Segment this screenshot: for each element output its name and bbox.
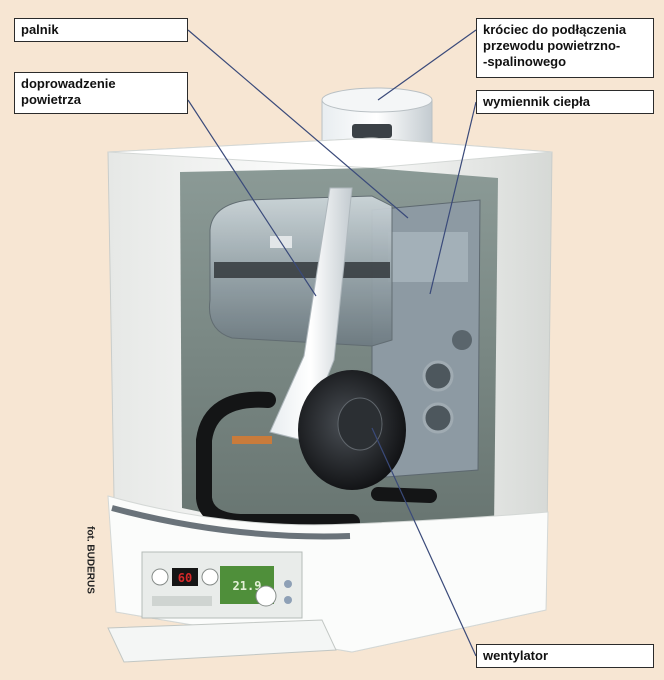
dial-right[interactable]	[201, 568, 219, 586]
red-display-value: 60	[178, 571, 192, 585]
burner	[208, 195, 393, 347]
leader-wymiennik	[429, 101, 477, 295]
label-krociec-line2: przewodu powietrzno-	[483, 38, 621, 53]
label-doprowadzenie-line2: powietrza	[21, 92, 81, 107]
label-wymiennik-text: wymiennik ciepła	[483, 94, 590, 109]
leader-krociec	[377, 29, 477, 101]
dial-left[interactable]	[151, 568, 169, 586]
label-krociec-line1: króciec do podłączenia	[483, 22, 627, 37]
leader-wentylator	[371, 427, 477, 657]
photo-credit: fot. BUDERUS	[84, 526, 96, 594]
label-palnik-text: palnik	[21, 22, 59, 37]
label-doprowadzenie-line1: doprowadzenie	[21, 76, 116, 91]
label-doprowadzenie-powietrza: doprowadzenie powietrza	[14, 72, 188, 114]
label-wymiennik-ciepla: wymiennik ciepła	[476, 90, 654, 114]
red-display	[172, 568, 198, 586]
leader-doprowadzenie	[187, 99, 317, 297]
control-panel: 60 21.9	[107, 551, 337, 663]
leader-palnik	[187, 29, 409, 219]
label-wentylator-text: wentylator	[483, 648, 549, 663]
label-krociec: króciec do podłączenia przewodu powietrz…	[476, 18, 654, 78]
fan	[298, 370, 406, 490]
label-palnik: palnik	[14, 18, 188, 42]
control-knob[interactable]	[255, 585, 277, 607]
label-wentylator: wentylator	[476, 644, 654, 668]
label-krociec-line3: -spalinowego	[483, 54, 567, 69]
green-display-value: 21.9	[233, 579, 262, 593]
leader-lines	[187, 29, 477, 657]
panel-flap	[107, 619, 337, 663]
